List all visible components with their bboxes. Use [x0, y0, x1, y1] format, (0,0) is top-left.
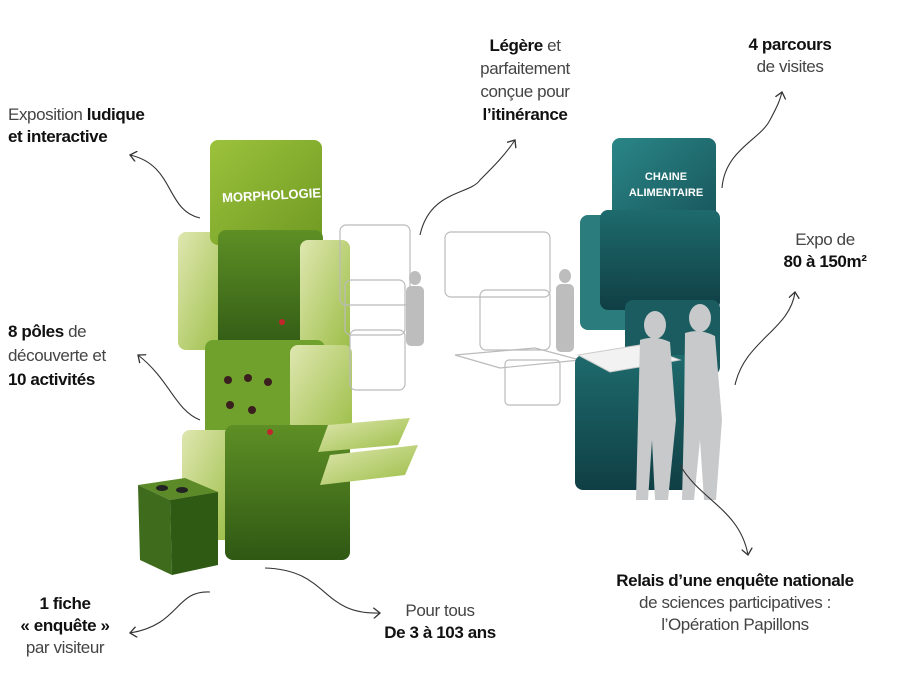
label-poles: 8 pôles de découverte et 10 activités — [8, 320, 106, 392]
arrow-relais — [679, 464, 748, 555]
text-bold: Relais d’une enquête nationale — [616, 571, 854, 590]
label-expo: Expo de 80 à 150m² — [765, 229, 885, 273]
text: de — [63, 322, 87, 341]
chaine-title-line1: CHAINE — [645, 171, 687, 183]
text-bold: 1 fiche — [39, 594, 91, 613]
text-bold: 80 à 150m² — [783, 252, 867, 271]
label-age: Pour tous De 3 à 103 ans — [360, 600, 520, 644]
label-parcours: 4 parcours de visites — [730, 34, 850, 78]
arrow-legere — [419, 140, 515, 236]
text-bold: l’itinérance — [482, 105, 568, 124]
arrow-ludique — [130, 155, 201, 219]
text: par visiteur — [25, 638, 105, 657]
grey-person-silhouettes-small — [406, 269, 574, 352]
text-bold: ludique — [86, 105, 145, 124]
arrow-expo — [734, 292, 795, 386]
text: conçue pour — [480, 82, 570, 101]
text: découverte et — [8, 346, 106, 365]
grey-person-silhouettes — [636, 304, 722, 500]
arrow-parcours — [721, 92, 782, 189]
insect-icons — [224, 319, 285, 435]
arrow-age — [264, 567, 380, 613]
text: Pour tous — [405, 601, 475, 620]
wireframe-panels — [339, 224, 581, 406]
morphologie-panel — [210, 140, 322, 245]
text: l’Opération Papillons — [661, 615, 809, 634]
callout-arrows — [130, 92, 795, 633]
text: de visites — [756, 57, 824, 76]
label-relais: Relais d’une enquête nationale de scienc… — [590, 570, 880, 636]
text: Expo de — [795, 230, 855, 249]
text: Exposition — [8, 105, 83, 124]
morphologie-title: MORPHOLOGIE — [222, 185, 322, 205]
text: de sciences participatives : — [639, 593, 831, 612]
text-bold: et interactive — [8, 127, 108, 146]
chaine-alimentaire-panel — [612, 138, 716, 230]
arrow-fiche — [130, 591, 211, 633]
chaine-title-line2: ALIMENTAIRE — [629, 187, 703, 199]
label-legere: Légère et parfaitement conçue pour l’iti… — [455, 34, 595, 126]
text: et — [542, 36, 561, 55]
text-bold: Légère — [489, 36, 543, 55]
text-bold: 10 activités — [8, 370, 95, 389]
arrow-poles — [138, 355, 201, 421]
label-fiche: 1 fiche « enquête » par visiteur — [0, 593, 130, 659]
label-ludique: Exposition ludique et interactive — [8, 104, 145, 148]
text-bold: De 3 à 103 ans — [384, 623, 496, 642]
text: parfaitement — [480, 59, 570, 78]
text-bold: « enquête » — [20, 616, 110, 635]
green-panel-structure — [138, 140, 418, 575]
text-bold: 8 pôles — [8, 322, 64, 341]
text-bold: 4 parcours — [748, 35, 832, 54]
